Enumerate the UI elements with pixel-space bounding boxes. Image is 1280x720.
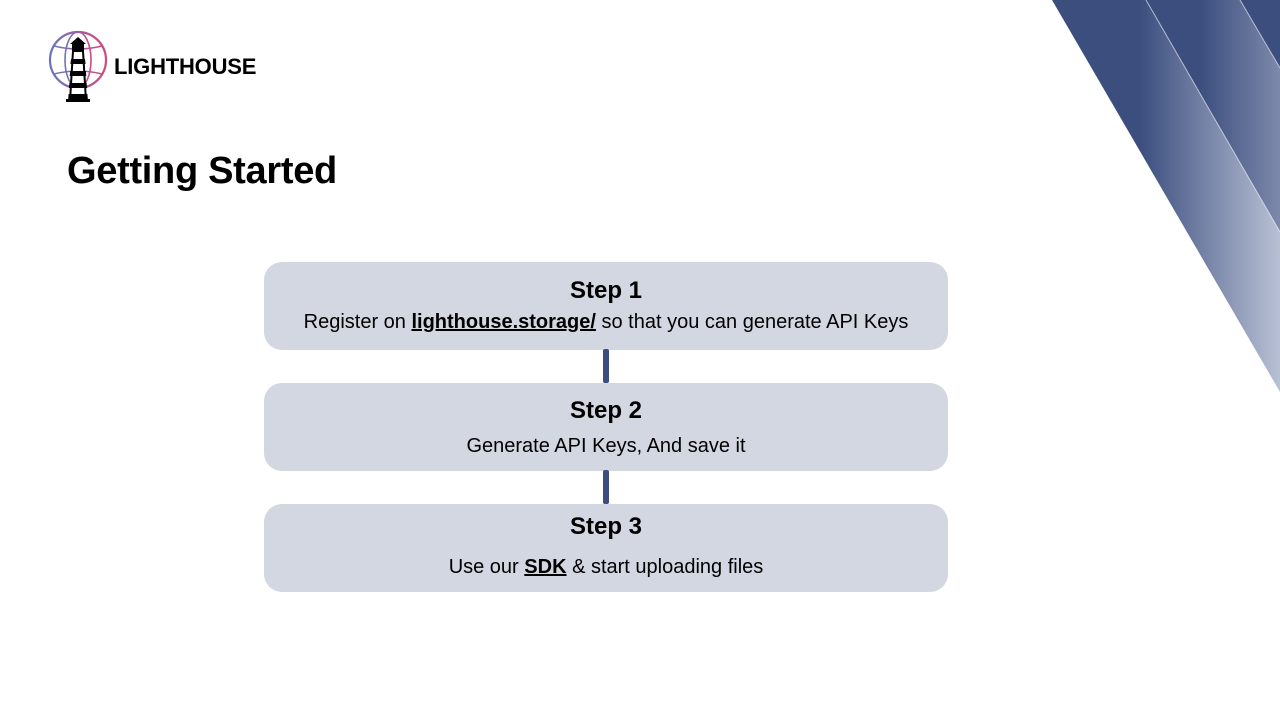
step-1-text-before: Register on xyxy=(303,311,412,333)
brand-name: LIGHTHOUSE xyxy=(114,54,257,79)
step-2-description: Generate API Keys, And save it xyxy=(466,435,746,457)
step-3-text-after: & start uploading files xyxy=(566,556,764,578)
step-2-card: Step 2 Generate API Keys, And save it xyxy=(264,383,948,471)
brand-logo[interactable]: LIGHTHOUSE xyxy=(48,29,256,103)
step-1-text-after: so that you can generate API Keys xyxy=(595,311,909,333)
step-1-title: Step 1 xyxy=(569,277,643,304)
step-1-card: Step 1 Register on lighthouse.storage/ s… xyxy=(264,262,948,350)
step-connector xyxy=(603,349,609,383)
step-3-title: Step 3 xyxy=(569,513,643,540)
page-title: Getting Started xyxy=(67,150,337,192)
step-3-text-before: Use our xyxy=(448,556,525,578)
step-3-description: Use our SDK & start uploading files xyxy=(264,556,948,579)
step-connector xyxy=(603,470,609,504)
step-3-card: Step 3 Use our SDK & start uploading fil… xyxy=(264,504,948,592)
step-2-title: Step 2 xyxy=(569,397,643,424)
step-1-description: Register on lighthouse.storage/ so that … xyxy=(264,311,948,334)
sdk-link[interactable]: SDK xyxy=(524,556,567,578)
lighthouse-storage-link[interactable]: lighthouse.storage/ xyxy=(411,311,596,333)
lighthouse-globe-icon xyxy=(48,30,108,102)
